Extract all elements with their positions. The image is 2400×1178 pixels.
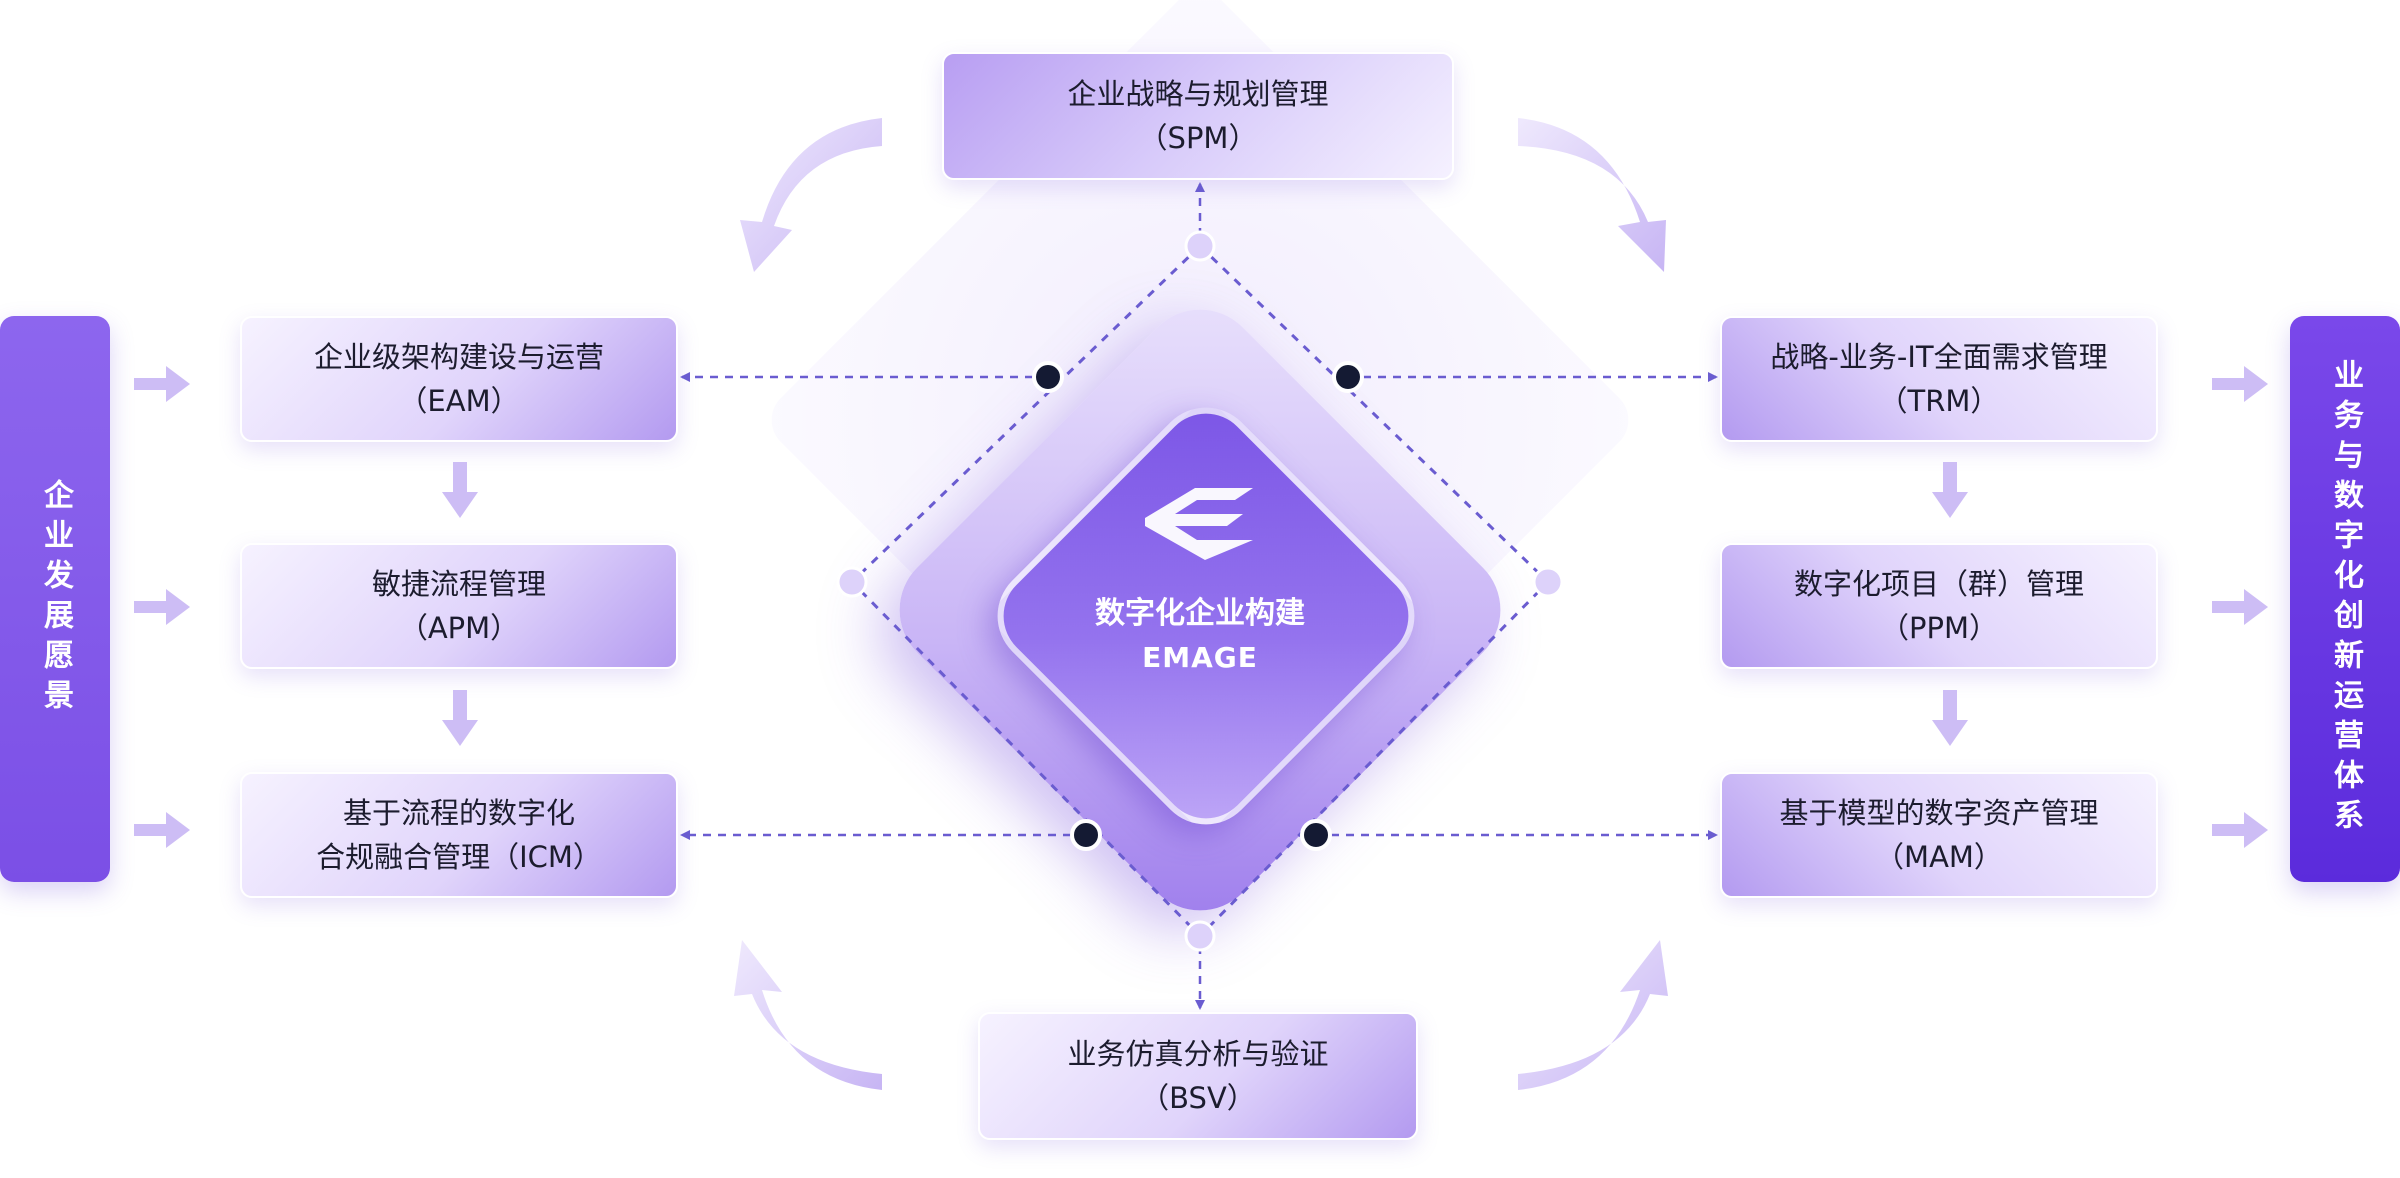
- arrow-trm-ppm: [1932, 462, 1968, 518]
- apm-box: 敏捷流程管理 （APM）: [240, 543, 678, 669]
- curve-arrow-bottom-right: [1518, 940, 1668, 1090]
- apm-code: （APM）: [398, 611, 520, 645]
- apm-title: 敏捷流程管理: [371, 567, 546, 601]
- trm-title: 战略-业务-IT全面需求管理: [1770, 340, 2108, 374]
- enterprise-vision-label: 企业发展愿景: [38, 479, 73, 719]
- ring-dot-top: [1184, 230, 1216, 262]
- eam-box: 企业级架构建设与运营 （EAM）: [240, 316, 678, 442]
- bsv-code: （BSV）: [1140, 1081, 1256, 1115]
- spm-box: 企业战略与规划管理 （SPM）: [942, 52, 1454, 180]
- connector-dot-eam: [1032, 361, 1064, 393]
- business-system-label: 业务体系: [786, 505, 819, 641]
- enterprise-vision-bar: 企业发展愿景: [0, 316, 110, 882]
- flow-arrows: [134, 366, 2268, 848]
- ring-dot-right: [1532, 566, 1564, 598]
- arrow-ppm-mam: [1932, 690, 1968, 746]
- dashed-ring: [849, 243, 1551, 939]
- ring-dot-bottom: [1184, 920, 1216, 952]
- innovation-operation-system-label: 业务与数字化创新运营体系: [2328, 359, 2363, 839]
- center-label: 数字化企业构建 EMAGE: [1040, 592, 1360, 680]
- center-subtitle: EMAGE: [1142, 641, 1258, 674]
- ppm-title: 数字化项目（群）管理: [1793, 567, 2084, 601]
- connector-dot-trm: [1332, 361, 1364, 393]
- curve-arrow-top-right: [1518, 118, 1666, 272]
- trm-code: （TRM）: [1878, 384, 2000, 418]
- arrow-apm-icm: [442, 690, 478, 746]
- icm-box: 基于流程的数字化 合规融合管理（ICM）: [240, 772, 678, 898]
- arrow-trm-operation: [2212, 366, 2268, 402]
- cycle-arrows: [734, 118, 1668, 1090]
- spm-code: （SPM）: [1138, 121, 1258, 155]
- curve-arrow-bottom-left: [734, 940, 882, 1090]
- arrow-vision-eam: [134, 366, 190, 402]
- icm-title: 基于流程的数字化: [342, 796, 575, 830]
- arrow-mam-operation: [2212, 812, 2268, 848]
- ppm-box: 数字化项目（群）管理 （PPM）: [1720, 543, 2158, 669]
- mam-title: 基于模型的数字资产管理: [1779, 796, 2099, 830]
- arrow-eam-apm: [442, 462, 478, 518]
- center-title: 数字化企业构建: [1095, 596, 1305, 631]
- curve-arrow-top-left: [740, 118, 882, 272]
- spm-title: 企业战略与规划管理: [1067, 77, 1329, 111]
- ppm-code: （PPM）: [1880, 611, 1998, 645]
- ring-dot-left: [836, 566, 868, 598]
- arrow-vision-icm: [134, 812, 190, 848]
- arrow-ppm-operation: [2212, 589, 2268, 625]
- eam-title: 企业级架构建设与运营: [313, 340, 604, 374]
- mam-box: 基于模型的数字资产管理 （MAM）: [1720, 772, 2158, 898]
- eam-code: （EAM）: [398, 384, 520, 418]
- bsv-box: 业务仿真分析与验证 （BSV）: [978, 1012, 1418, 1140]
- arrow-vision-apm: [134, 589, 190, 625]
- bsv-title: 业务仿真分析与验证: [1067, 1037, 1329, 1071]
- digital-system-label: 数字化体系: [1600, 505, 1633, 675]
- emage-logo-icon: [1145, 488, 1253, 560]
- mam-code: （MAM）: [1875, 840, 2003, 874]
- innovation-operation-system-bar: 业务与数字化创新运营体系: [2290, 316, 2400, 882]
- icm-code: 合规融合管理（ICM）: [316, 840, 602, 874]
- trm-box: 战略-业务-IT全面需求管理 （TRM）: [1720, 316, 2158, 442]
- connector-dot-mam: [1300, 819, 1332, 851]
- connector-dot-icm: [1070, 819, 1102, 851]
